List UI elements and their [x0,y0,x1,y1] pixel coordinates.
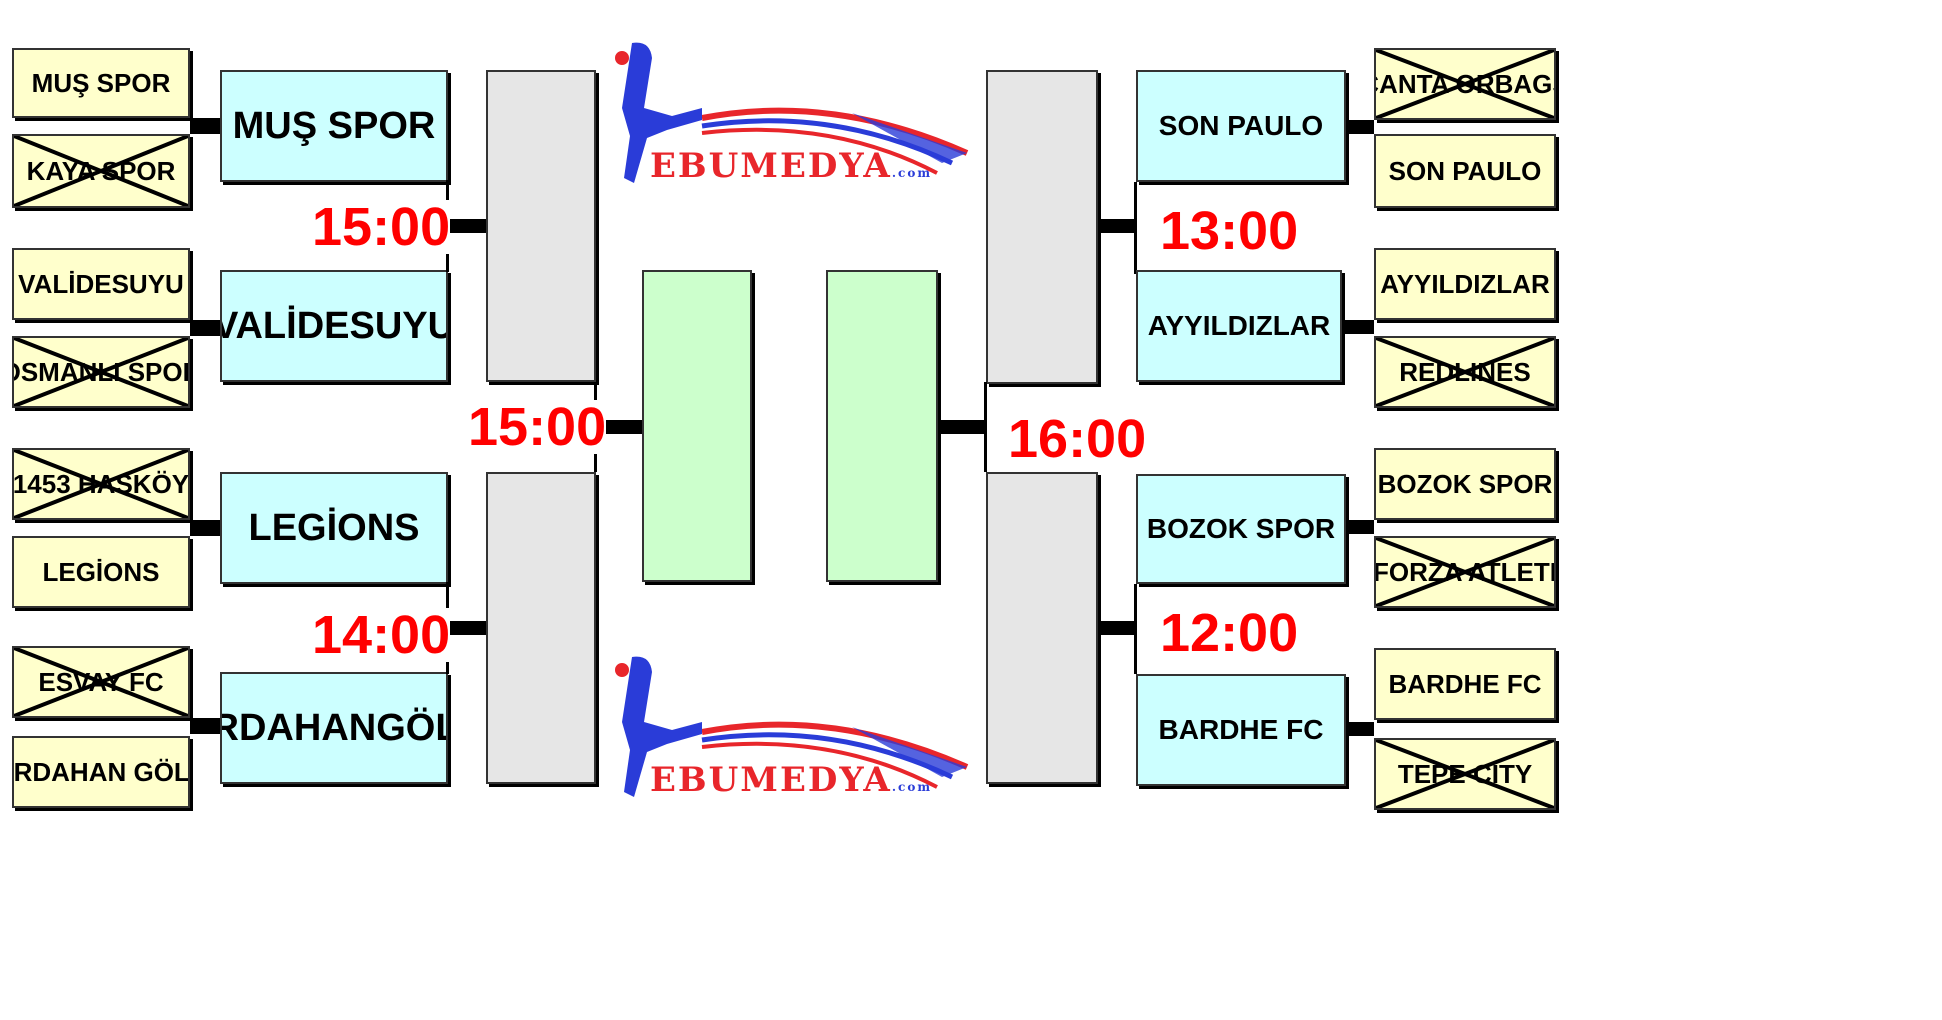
left-semifinal-slot-1 [486,70,596,382]
connector [190,320,220,336]
right-r2-team-3: BOZOK SPOR [1136,474,1346,584]
left-match1-time: 15:00 [312,197,451,257]
right-match1-time: 13:00 [1160,201,1299,261]
connector [190,520,220,536]
connector [446,219,486,233]
left-r1-team-5: 1453 HASKÖY [12,448,190,520]
soccer-player-icon [613,42,969,184]
right-r2-team-2: AYYILDIZLAR [1136,270,1342,382]
right-semifinal-slot-1 [986,70,1098,384]
right-match2-time: 12:00 [1160,603,1299,663]
bracket-line [1134,182,1137,274]
left-r1-team-1: MUŞ SPOR [12,48,190,118]
connector [1346,520,1374,534]
connector [1342,320,1374,334]
left-r1-team-6: LEGİONS [12,536,190,608]
final-slot-right [826,270,938,582]
left-r2-team-4: ARDAHANGÖLE [220,672,448,784]
right-semifinal-slot-2 [986,472,1098,784]
right-r1-team-2: SON PAULO [1374,134,1556,208]
left-semifinal-time: 15:00 [468,397,607,457]
left-r1-team-2: KAYA SPOR [12,134,190,208]
left-r1-team-4: OSMANLI SPOR [12,336,190,408]
right-r2-team-1: SON PAULO [1136,70,1346,182]
left-r2-team-1: MUŞ SPOR [220,70,448,182]
final-slot-left [642,270,752,582]
bracket-line [1134,584,1137,674]
left-semifinal-slot-2 [486,472,596,784]
connector [446,621,486,635]
right-r1-team-6: FORZA ATLETI [1374,536,1556,608]
connector [190,118,220,134]
right-r1-team-7: BARDHE FC [1374,648,1556,720]
right-r1-team-4: REDLINES [1374,336,1556,408]
ebumedya-logo-top: EBUMEDYA.com [612,38,972,190]
left-r1-team-3: VALİDESUYU [12,248,190,320]
connector [1098,219,1136,233]
bracket-line [984,382,987,472]
left-r2-team-2: VALİDESUYU [220,270,448,382]
connector [1098,621,1136,635]
right-r1-team-3: AYYILDIZLAR [1374,248,1556,320]
connector [1346,722,1374,736]
ebumedya-logo-bottom: EBUMEDYA.com [612,652,972,804]
connector [938,420,986,434]
left-match2-time: 14:00 [312,605,451,665]
right-r1-team-8: TEPE CITY [1374,738,1556,810]
left-r1-team-7: ESVAY FC [12,646,190,718]
left-r2-team-3: LEGİONS [220,472,448,584]
connector [190,718,220,734]
left-r1-team-8: ARDAHAN GÖLE [12,736,190,808]
soccer-player-icon [613,656,969,797]
right-r1-team-5: BOZOK SPOR [1374,448,1556,520]
right-r2-team-4: BARDHE FC [1136,674,1346,786]
right-semifinal-time: 16:00 [1008,409,1147,469]
connector [1346,120,1374,134]
